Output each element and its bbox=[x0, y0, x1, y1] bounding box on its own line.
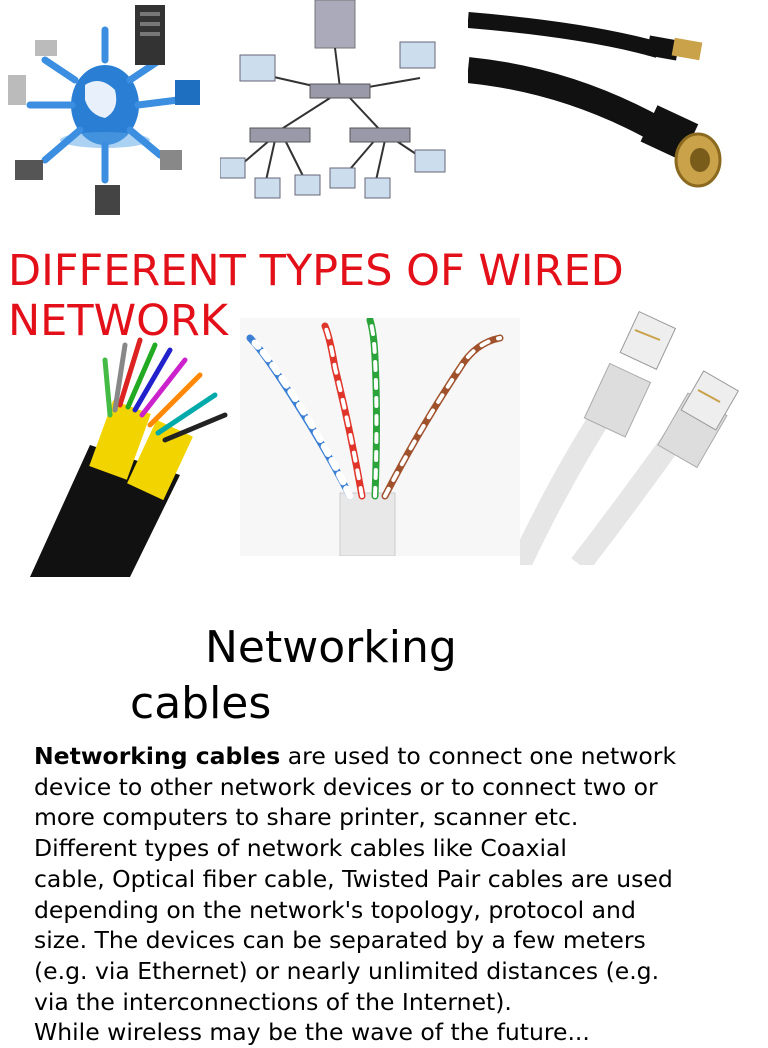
fiber-optic-cable-image bbox=[30, 315, 240, 577]
body-line: While wireless may be the wave of the fu… bbox=[34, 1018, 590, 1047]
body-line: (e.g. via Ethernet) or nearly unlimited … bbox=[34, 956, 660, 985]
network-topology-image bbox=[220, 0, 465, 215]
body-line: via the interconnections of the Internet… bbox=[34, 987, 512, 1016]
body-line: cable, Optical fiber cable, Twisted Pair… bbox=[34, 864, 673, 893]
body-line: are used to connect one network bbox=[280, 742, 677, 770]
body-line: Different types of network cables like C… bbox=[34, 834, 567, 863]
section-heading-line-1: Networking bbox=[205, 622, 457, 673]
body-paragraph: Networking cables are used to connect on… bbox=[34, 741, 744, 1048]
body-line: size. The devices can be separated by a … bbox=[34, 926, 646, 955]
twisted-pair-cable-image bbox=[240, 318, 530, 556]
page-title: DIFFERENT TYPES OF WIRED NETWORK bbox=[8, 246, 624, 346]
body-line: device to other network devices or to co… bbox=[34, 772, 658, 801]
coaxial-cable-image bbox=[468, 0, 768, 210]
body-line: depending on the network's topology, pro… bbox=[34, 895, 636, 924]
globe-network-image bbox=[0, 0, 210, 225]
ethernet-cable-image bbox=[520, 310, 750, 565]
body-line: more computers to share printer, scanner… bbox=[34, 803, 579, 832]
section-heading-line-2: cables bbox=[130, 678, 272, 729]
body-bold-lead: Networking cables bbox=[34, 742, 281, 770]
